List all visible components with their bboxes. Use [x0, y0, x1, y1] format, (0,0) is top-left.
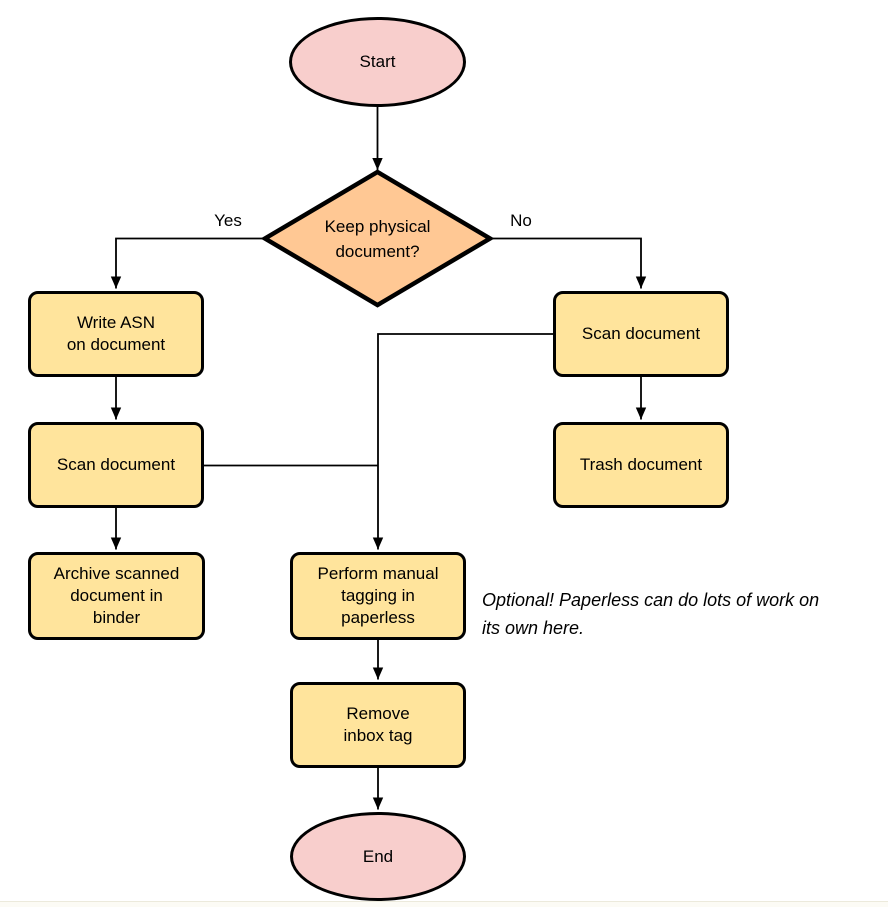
write-asn-node: Write ASN on document: [28, 291, 204, 377]
optional-annotation-line-2: its own here.: [482, 618, 585, 638]
scan-document-right-node: Scan document: [553, 291, 729, 377]
page-bottom-edge: [0, 901, 888, 907]
edge-label-yes: Yes: [214, 211, 242, 230]
start-node: Start: [289, 17, 466, 107]
archive-document-node-label: Archive scanned document in binder: [53, 564, 180, 627]
connectors: [110, 107, 647, 810]
trash-document-node-label: Trash document: [579, 455, 703, 475]
start-node-label: Start: [359, 52, 396, 72]
scan-document-right-node-label: Scan document: [581, 324, 701, 344]
end-node: End: [290, 812, 466, 901]
write-asn-node-label: Write ASN on document: [66, 313, 166, 354]
end-node-label: End: [362, 846, 394, 866]
edge-decision-yes-to-write-asn: [110, 237, 265, 289]
remove-inbox-tag-node-label: Remove inbox tag: [343, 704, 413, 745]
scan-document-left-node: Scan document: [28, 422, 204, 508]
scan-document-left-node-label: Scan document: [56, 455, 176, 475]
edge-decision-no-to-scan-right: [490, 237, 647, 289]
trash-document-node: Trash document: [553, 422, 729, 508]
edge-label-no: No: [510, 211, 532, 230]
perform-tagging-node-label: Perform manual tagging in paperless: [317, 564, 439, 627]
remove-inbox-tag-node: Remove inbox tag: [290, 682, 466, 768]
perform-tagging-node: Perform manual tagging in paperless: [290, 552, 466, 640]
edge-scan-right-to-perform-tagging: [372, 333, 553, 550]
decision-node-label: Keep physical document?: [324, 217, 431, 261]
optional-annotation-line-1: Optional! Paperless can do lots of work …: [482, 590, 820, 610]
archive-document-node: Archive scanned document in binder: [28, 552, 205, 640]
decision-diamond-shape: [260, 169, 495, 308]
optional-annotation: Optional! Paperless can do lots of work …: [482, 586, 886, 642]
